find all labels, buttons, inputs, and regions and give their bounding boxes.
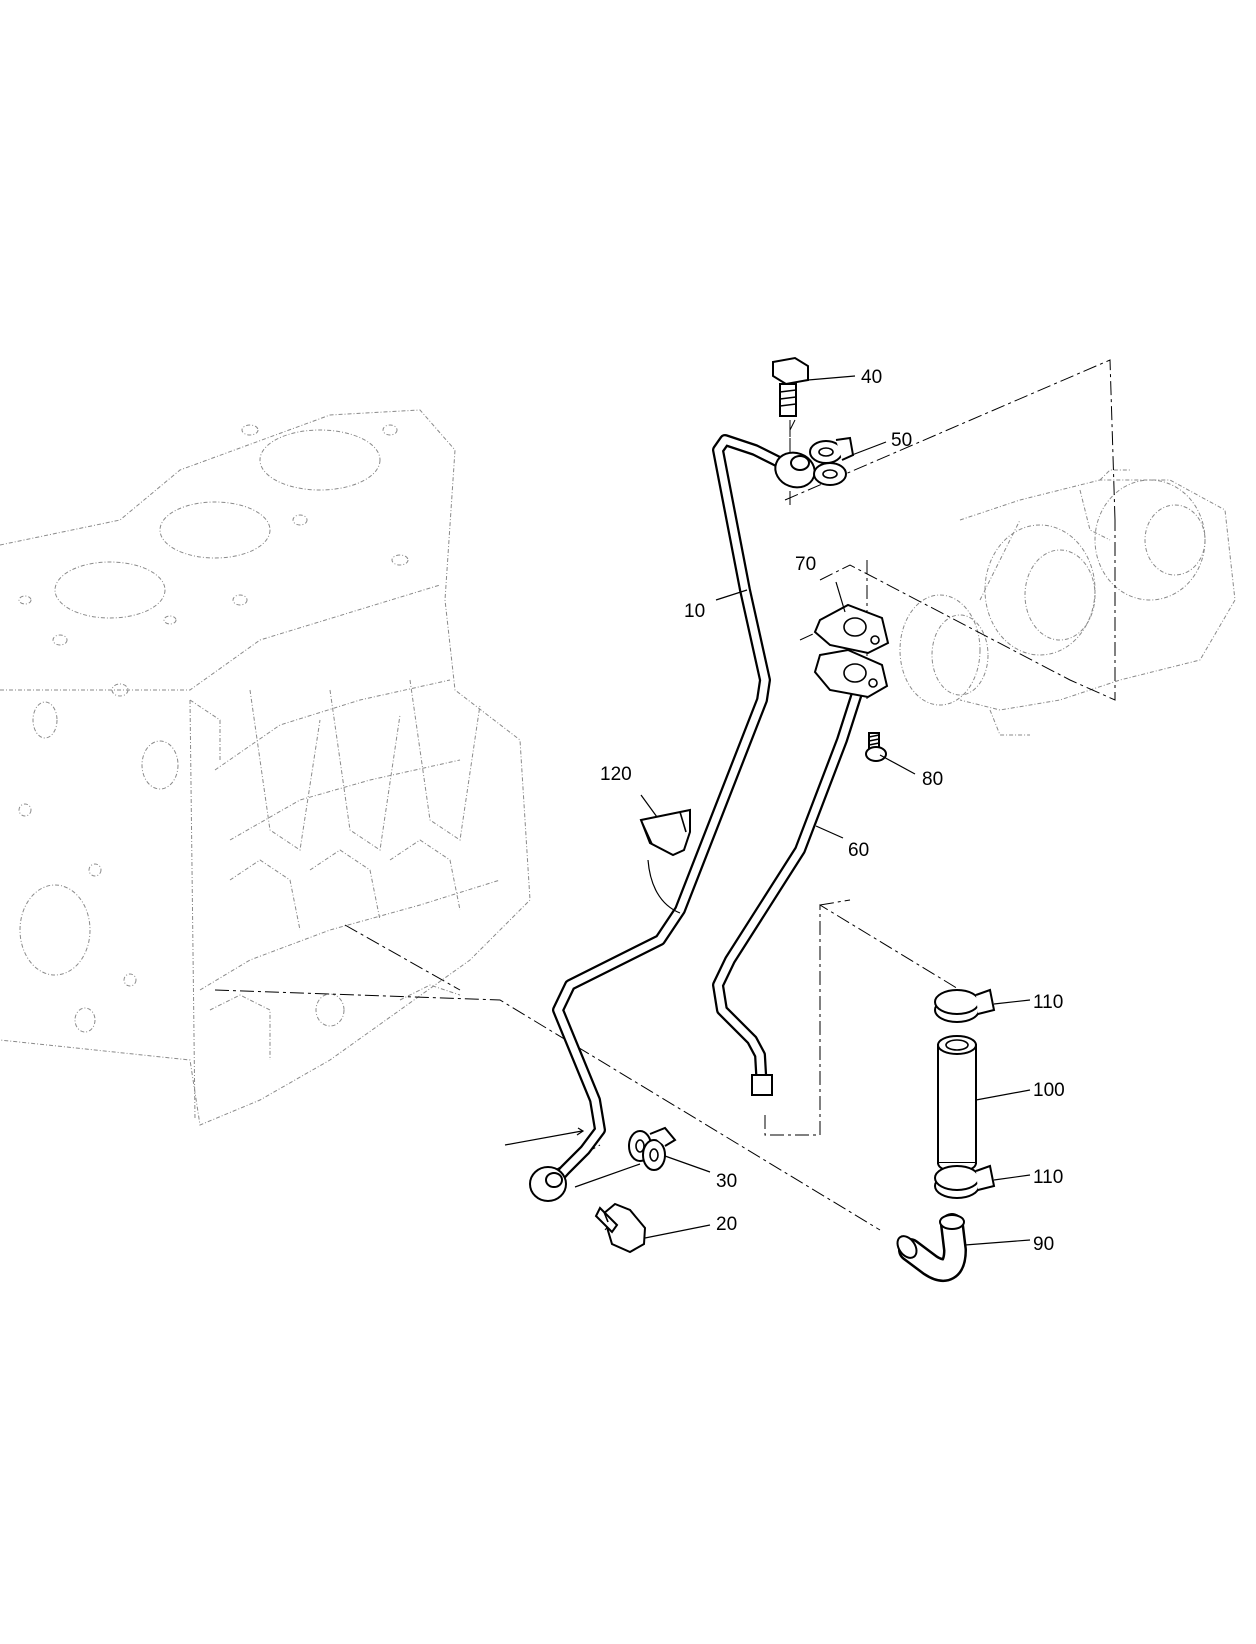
small-screw[interactable]: [865, 732, 887, 762]
oil-return-pipe[interactable]: [712, 648, 889, 1096]
gasket[interactable]: [813, 603, 890, 655]
callout-60: 60: [848, 840, 869, 861]
pipe-clip[interactable]: [639, 808, 691, 857]
sealing-washer-bottom[interactable]: [628, 1126, 677, 1171]
hollow-bolt-bottom[interactable]: [594, 1202, 647, 1254]
callout-10: 10: [684, 601, 705, 622]
leader-lines: [640, 375, 1031, 1246]
callout-30: 30: [716, 1171, 737, 1192]
elbow-pipe[interactable]: [894, 1213, 967, 1282]
callout-50: 50: [891, 430, 912, 451]
hose[interactable]: [937, 1035, 977, 1173]
sealing-washer-top[interactable]: [809, 436, 855, 486]
callout-110-upper: 110: [1033, 992, 1063, 1013]
callout-20: 20: [716, 1214, 737, 1235]
turbocharger-ghost: [899, 469, 1236, 736]
hose-clamp-lower[interactable]: [934, 1164, 996, 1199]
callout-labels: 40 50 70 10 80 120 60 110 100 110 30 20 …: [600, 367, 1065, 1255]
engine-block-ghost: [0, 409, 531, 1126]
callout-70: 70: [795, 554, 816, 575]
callout-90: 90: [1033, 1234, 1054, 1255]
callout-120: 120: [600, 764, 632, 785]
oil-feed-pipe[interactable]: [550, 434, 791, 1186]
hollow-bolt-top[interactable]: [772, 356, 809, 417]
callout-110-lower: 110: [1033, 1167, 1063, 1188]
banjo-fitting-bottom: [529, 1166, 567, 1202]
assembly-arrows: [504, 859, 681, 1188]
callout-80: 80: [922, 769, 943, 790]
hose-clamp-upper[interactable]: [934, 988, 996, 1023]
callout-100: 100: [1033, 1080, 1065, 1101]
callout-40: 40: [861, 367, 882, 388]
